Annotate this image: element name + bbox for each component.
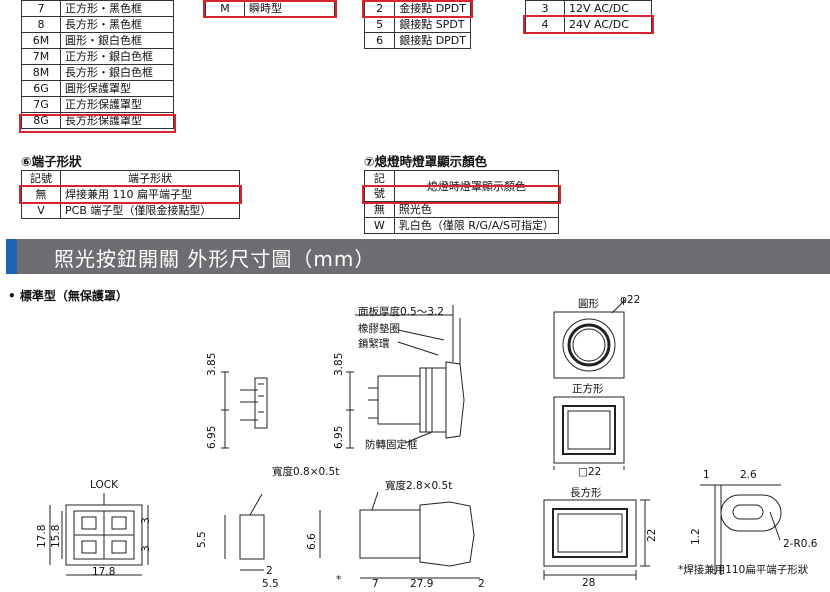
terminal-note-label: *焊接兼用110扁平端子形狀 xyxy=(678,564,809,576)
bottom-side-view-1 xyxy=(224,493,265,571)
dim-5-5-v: 5.5 xyxy=(196,531,208,548)
table-row: 無焊接兼用 110 扁平端子型 xyxy=(21,186,240,203)
standard-type-subtitle: • 標準型（無保護罩） xyxy=(8,289,128,303)
dim-2-6: 2.6 xyxy=(740,469,757,481)
bottom-front-view xyxy=(49,493,149,576)
rect-label: 長方形 xyxy=(570,487,602,499)
rect-front-view xyxy=(543,499,650,580)
bottom-side-view-2 xyxy=(319,491,480,579)
row-desc: 長方形・黑色框 xyxy=(60,16,174,33)
dim-27-9: 27.9 xyxy=(410,578,434,590)
dim-3-85-b: 3.85 xyxy=(333,352,345,376)
dim-2-b: 2 xyxy=(478,578,485,590)
row-desc: 長方形保護罩型 xyxy=(60,112,174,129)
panel-thickness-label: 面板厚度0.5〜3.2 xyxy=(358,306,444,318)
dim-17-8-h: 17.8 xyxy=(92,566,116,578)
w28-label: 寬度2.8×0.5t xyxy=(385,480,453,492)
dim-6-95-b: 6.95 xyxy=(333,425,345,449)
dim-6-6: 6.6 xyxy=(306,533,318,550)
row-desc: 長方形・銀白色框 xyxy=(60,64,174,81)
dim-22-v: 22 xyxy=(646,528,658,542)
round-label: 圓形 xyxy=(578,298,599,310)
row-code: 6 xyxy=(363,32,396,49)
row-desc: 正方形・銀白色框 xyxy=(60,48,174,65)
dim-15-8: 15.8 xyxy=(50,524,62,548)
dim-3-b: 3 xyxy=(140,545,152,552)
dim-5-5-h: 5.5 xyxy=(262,578,279,590)
dim-1-2: 1.2 xyxy=(690,528,702,545)
side-view-2 xyxy=(346,305,465,449)
star-label: * xyxy=(336,574,342,586)
round-front-view xyxy=(553,299,626,379)
lock-ring-label: 鎖緊環 xyxy=(358,338,390,350)
dim-1: 1 xyxy=(703,469,710,481)
row-desc: 焊接兼用 110 扁平端子型 xyxy=(60,186,240,203)
lock-label: LOCK xyxy=(90,479,118,491)
r06-label: 2-R0.6 xyxy=(783,538,818,550)
dim-17-8-v: 17.8 xyxy=(36,524,48,548)
anti-rotation-label: 防轉固定框 xyxy=(365,439,418,451)
w08-label: 寬度0.8×0.5t xyxy=(272,466,340,478)
terminal-section-title: ⑥端子形狀 xyxy=(21,154,82,169)
row-code: 8M xyxy=(21,64,61,81)
square-front-view xyxy=(553,396,625,470)
section-banner: 照光按鈕開關 外形尺寸圖（mm） xyxy=(6,239,830,274)
side-view-1 xyxy=(221,371,268,449)
square-label: 正方形 xyxy=(572,383,604,395)
lens-section-title: ⑦熄燈時燈罩顯示顏色 xyxy=(364,154,488,169)
dim-28: 28 xyxy=(582,577,596,589)
dim-3-85-a: 3.85 xyxy=(206,352,218,376)
dim-6-95-a: 6.95 xyxy=(206,425,218,449)
dim-2-a: 2 xyxy=(266,565,273,577)
phi22-label: φ22 xyxy=(620,294,641,306)
rubber-gasket-label: 橡膠墊圈 xyxy=(358,323,400,335)
terminal-detail xyxy=(700,484,782,575)
banner-accent xyxy=(6,239,17,274)
dim-7: 7 xyxy=(372,578,379,590)
dim-3-a: 3 xyxy=(140,517,152,524)
row-desc: 乳白色（僅限 R/G/A/S可指定） xyxy=(393,217,560,234)
banner-title: 照光按鈕開關 外形尺寸圖（mm） xyxy=(54,247,376,271)
terminal-header-desc: 端子形狀 xyxy=(60,170,240,187)
row-desc: 銀接點 DPDT xyxy=(394,32,471,49)
sq22-label: □22 xyxy=(578,466,602,478)
